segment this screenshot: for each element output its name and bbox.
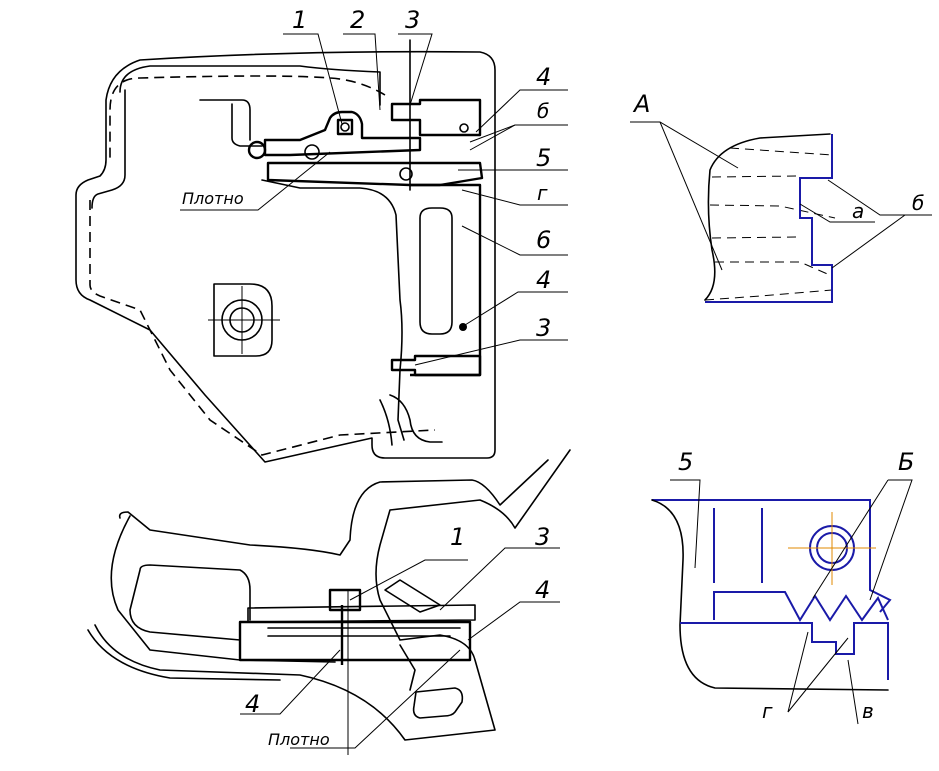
handle-slot: [412, 687, 464, 719]
door-outline-inner: [118, 459, 549, 556]
label-3-top: 3: [405, 6, 420, 34]
detail-a-left-contour: [704, 133, 831, 301]
detail-b-teeth: [713, 591, 889, 622]
label-g-detail: г: [762, 699, 773, 723]
detail-view-a: [630, 121, 932, 303]
label-plotno-bottom: Плотно: [268, 730, 330, 749]
lower-curve: [379, 394, 443, 446]
labels: 1 2 3 4 б 5 г 6 4 3 Плотно 1 3 4 4 Плотн…: [182, 6, 924, 749]
label-4-lower: 4: [536, 266, 551, 294]
label-4-upper: 4: [536, 63, 551, 91]
pivot-mid: [304, 144, 320, 160]
leaders-b: [670, 479, 913, 725]
door-outline-outer: [94, 449, 571, 741]
spring-curve: [261, 179, 405, 441]
boss-outline: [213, 283, 273, 357]
label-5-top: 5: [536, 144, 551, 172]
label-3-bottom: 3: [535, 523, 550, 551]
bolt-hole: [340, 122, 350, 132]
label-4-bottom-left: 4: [245, 690, 260, 718]
screw-head: [328, 588, 362, 612]
main-view-top: [75, 33, 568, 463]
detail-a-dash-2: [711, 175, 799, 178]
pivot-left: [247, 140, 267, 160]
roller: [399, 167, 413, 181]
label-4-bottom-right: 4: [535, 576, 550, 604]
detail-a-profile: [705, 134, 833, 303]
inner-panel-line: [91, 65, 381, 209]
label-6: 6: [536, 226, 551, 254]
label-plotno-top: Плотно: [182, 189, 244, 208]
bracket-plate: [247, 604, 476, 623]
lower-door-curve: [87, 629, 416, 691]
label-a-small: а: [852, 199, 864, 223]
label-g-top: г: [537, 181, 548, 205]
label-view-a: А: [632, 90, 650, 118]
label-shelves: [283, 33, 912, 481]
panel-inner-curve: [129, 564, 251, 641]
leaders-bottom: [240, 547, 560, 749]
panel-curve: [110, 515, 336, 663]
wedge: [384, 579, 441, 613]
hidden-contour: [89, 75, 436, 456]
detail-a-dash-4: [711, 236, 799, 239]
leaders-a: [630, 121, 932, 271]
detail-a-dash-3: [709, 204, 836, 219]
latch-bar-lower: [266, 161, 484, 187]
lower-bracket: [390, 354, 482, 377]
label-3-lower: 3: [536, 314, 551, 342]
label-view-b: Б: [898, 448, 914, 476]
detail-b-top-edge: [652, 499, 892, 613]
latch-lever: [199, 99, 263, 147]
detail-a-dash-5: [715, 261, 833, 277]
detail-b-lower-profile: [680, 622, 889, 680]
housing-outline: [75, 50, 496, 463]
rivet-upper: [459, 123, 469, 133]
detail-a-dash-1: [729, 147, 833, 156]
label-1-bottom: 1: [450, 523, 465, 551]
label-v-detail: в: [862, 699, 874, 723]
slide-rail: [238, 620, 472, 662]
rail-inner: [267, 627, 461, 637]
latch-bar-upper: [263, 110, 422, 157]
bolt-head: [336, 118, 354, 136]
label-2-top: 2: [350, 6, 365, 34]
label-1-top: 1: [292, 6, 307, 34]
detail-b-left-contour: [651, 499, 889, 691]
section-view-bottom: [87, 449, 571, 755]
label-5-detail: 5: [678, 448, 693, 476]
label-b-small: б: [537, 99, 549, 123]
label-b-small-right: б: [912, 191, 924, 215]
detail-view-b: [651, 479, 913, 725]
upper-bracket: [390, 98, 482, 137]
detail-a-dash-6: [704, 289, 833, 301]
slot: [419, 207, 453, 335]
